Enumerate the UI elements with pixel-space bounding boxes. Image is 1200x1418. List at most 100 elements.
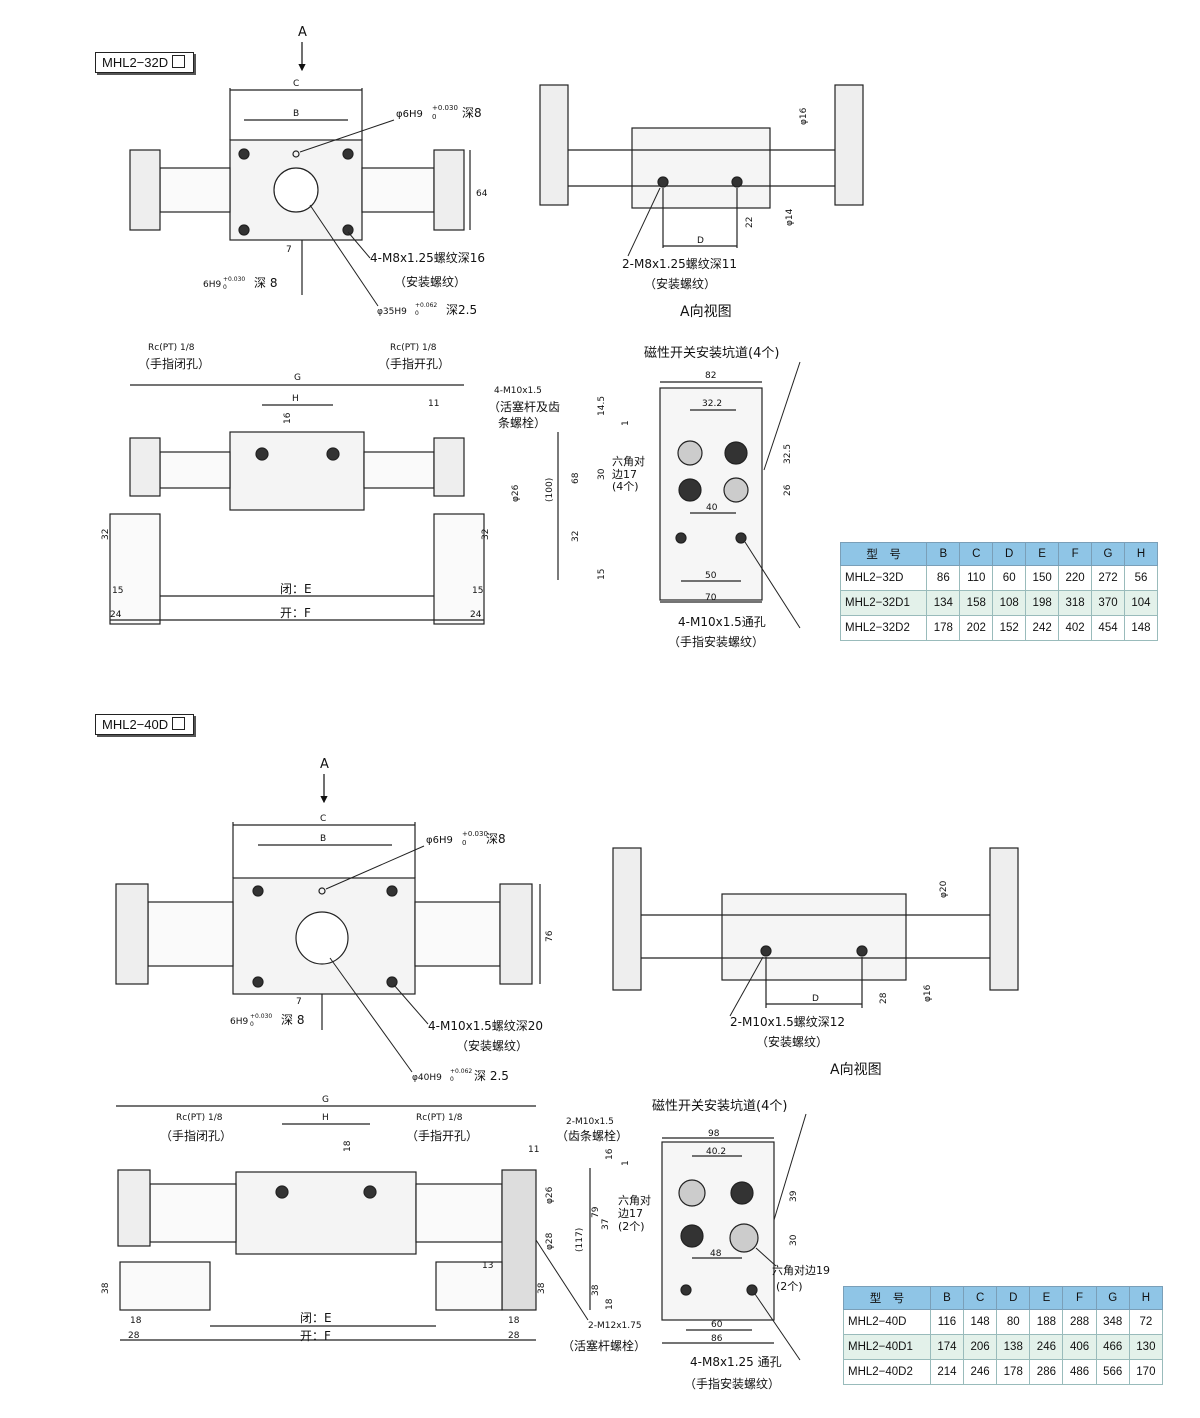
- hex-note-r2: (2个): [776, 1280, 803, 1293]
- table-cell: 202: [959, 615, 994, 641]
- header-cell: F: [1058, 542, 1093, 566]
- dim-16: 16: [283, 412, 293, 424]
- table-cell: 406: [1062, 1334, 1097, 1360]
- end-note-thread: 4-M10x1.5通孔: [678, 615, 766, 629]
- hex-note3-40: (2个): [618, 1220, 645, 1233]
- dim-16-end: 16: [605, 1148, 615, 1160]
- dim-98: 98: [708, 1129, 720, 1139]
- spec-table-32: 型 号 B C D E F G H MHL2−32D 86 110 60 150…: [839, 542, 1159, 641]
- side-note-thread-sub-40: （安装螺纹）: [756, 1034, 828, 1049]
- table-cell: 116: [929, 1309, 965, 1335]
- note-piston: 4-M10x1.5: [494, 386, 542, 396]
- table-cell: 286: [1029, 1359, 1064, 1385]
- note-rack: 2-M10x1.5: [566, 1117, 614, 1127]
- table-row: MHL2−40D1 174 206 138 246 406 466 130: [843, 1334, 1164, 1360]
- dim-39: 39: [789, 1190, 799, 1202]
- dim-18-right: 18: [508, 1316, 520, 1326]
- dim-40: 40: [706, 503, 718, 513]
- view-a-label-40: A: [320, 757, 329, 772]
- table-row: MHL2−40D2 214 246 178 286 486 566 170: [843, 1359, 1164, 1385]
- end-view-40: [589, 1137, 775, 1344]
- dim-24-right: 24: [470, 610, 482, 620]
- table-cell: 178: [996, 1359, 1031, 1385]
- header-cell: G: [1091, 542, 1125, 566]
- note-piston-sub-40: （活塞杆螺栓）: [562, 1338, 646, 1353]
- dim-phi26: φ26: [511, 484, 521, 502]
- table-cell: 214: [929, 1359, 965, 1385]
- hex-note-r1: 六角对边19: [772, 1263, 830, 1277]
- table-cell: MHL2−32D2: [839, 615, 928, 641]
- top-view-40: [115, 822, 541, 1030]
- note-piston-sub2: 条螺栓）: [498, 415, 546, 430]
- port-close-sub-40: （手指闭孔）: [160, 1128, 232, 1143]
- variant-box-icon: [172, 717, 186, 730]
- table-cell: MHL2−32D: [839, 565, 928, 591]
- note-piston-sub1: （活塞杆及齿: [488, 399, 560, 414]
- table-cell: 402: [1058, 615, 1093, 641]
- dim-70: 70: [705, 593, 717, 603]
- note-bore-left-tol: +0.030: [223, 276, 245, 283]
- dim-64: 64: [476, 189, 488, 199]
- model-label-text: MHL2−32D: [102, 55, 169, 70]
- end-note-thread-sub: （手指安装螺纹）: [668, 634, 764, 649]
- dim-32-left: 32: [101, 529, 111, 540]
- dim-32-2: 32.2: [702, 399, 722, 409]
- header-cell: H: [1128, 1286, 1164, 1310]
- table-cell: 148: [1123, 615, 1159, 641]
- table-cell: 178: [926, 615, 961, 641]
- dim-28-left: 28: [128, 1331, 140, 1341]
- table-cell: 72: [1128, 1309, 1164, 1335]
- note-bore-left-40: 6H9: [230, 1017, 248, 1027]
- dim-h: H: [292, 394, 299, 404]
- close-e: 闭：E: [280, 582, 312, 596]
- table-cell: 134: [926, 590, 961, 616]
- table-cell: 466: [1095, 1334, 1130, 1360]
- table-cell: 206: [963, 1334, 998, 1360]
- table-cell: 80: [996, 1309, 1031, 1335]
- table-cell: 148: [963, 1309, 998, 1335]
- table-cell: 110: [959, 565, 994, 591]
- note-bore-depth: 深2.5: [446, 303, 477, 317]
- dim-g-40: G: [322, 1095, 329, 1105]
- table-cell: 246: [1029, 1334, 1064, 1360]
- hex-note3: (4个): [612, 480, 639, 493]
- note-bore-left-tol0-40: 0: [250, 1021, 254, 1028]
- header-cell: 型 号: [843, 1286, 931, 1310]
- table-cell: 108: [992, 590, 1027, 616]
- table-header-row: 型 号 B C D E F G H: [839, 542, 1159, 566]
- hex-note1: 六角对: [612, 454, 645, 468]
- close-e-40: 闭：E: [300, 1311, 332, 1325]
- table-cell: 104: [1123, 590, 1159, 616]
- header-cell: C: [963, 1286, 998, 1310]
- table-cell: 566: [1095, 1359, 1130, 1385]
- dim-h-40: H: [322, 1113, 329, 1123]
- header-cell: C: [959, 542, 994, 566]
- dim-68: 68: [571, 472, 581, 484]
- end-view-32: [557, 381, 763, 603]
- port-open: Rc(PT) 1/8: [390, 343, 437, 353]
- table-row: MHL2−32D 86 110 60 150 220 272 56: [839, 565, 1159, 591]
- port-close-sub: （手指闭孔）: [138, 356, 210, 371]
- side-view-32: [539, 84, 864, 248]
- table-cell: 130: [1128, 1334, 1164, 1360]
- dim-7: 7: [286, 245, 292, 255]
- dim-79: 79: [591, 1206, 601, 1218]
- table-cell: 220: [1058, 565, 1093, 591]
- dim-7-40: 7: [296, 997, 302, 1007]
- table-cell: 86: [926, 565, 961, 591]
- model-label-40: MHL2−40D: [95, 714, 195, 735]
- dim-38-end: 38: [591, 1284, 601, 1296]
- view-a-title: A向视图: [680, 304, 732, 320]
- side-note-thread-40: 2-M10x1.5螺纹深12: [730, 1015, 845, 1029]
- dim-26: 26: [783, 484, 793, 496]
- note-bore-left-depth: 深 8: [254, 276, 277, 290]
- table-cell: 318: [1058, 590, 1093, 616]
- port-close: Rc(PT) 1/8: [148, 343, 195, 353]
- dim-13: 13: [482, 1261, 493, 1271]
- table-cell: 56: [1123, 565, 1159, 591]
- dim-14-5: 14.5: [597, 396, 607, 416]
- note-pin-tol-40: +0.030: [462, 830, 488, 838]
- open-f: 开：F: [280, 606, 311, 620]
- header-cell: B: [926, 542, 961, 566]
- dim-37: 37: [601, 1219, 611, 1230]
